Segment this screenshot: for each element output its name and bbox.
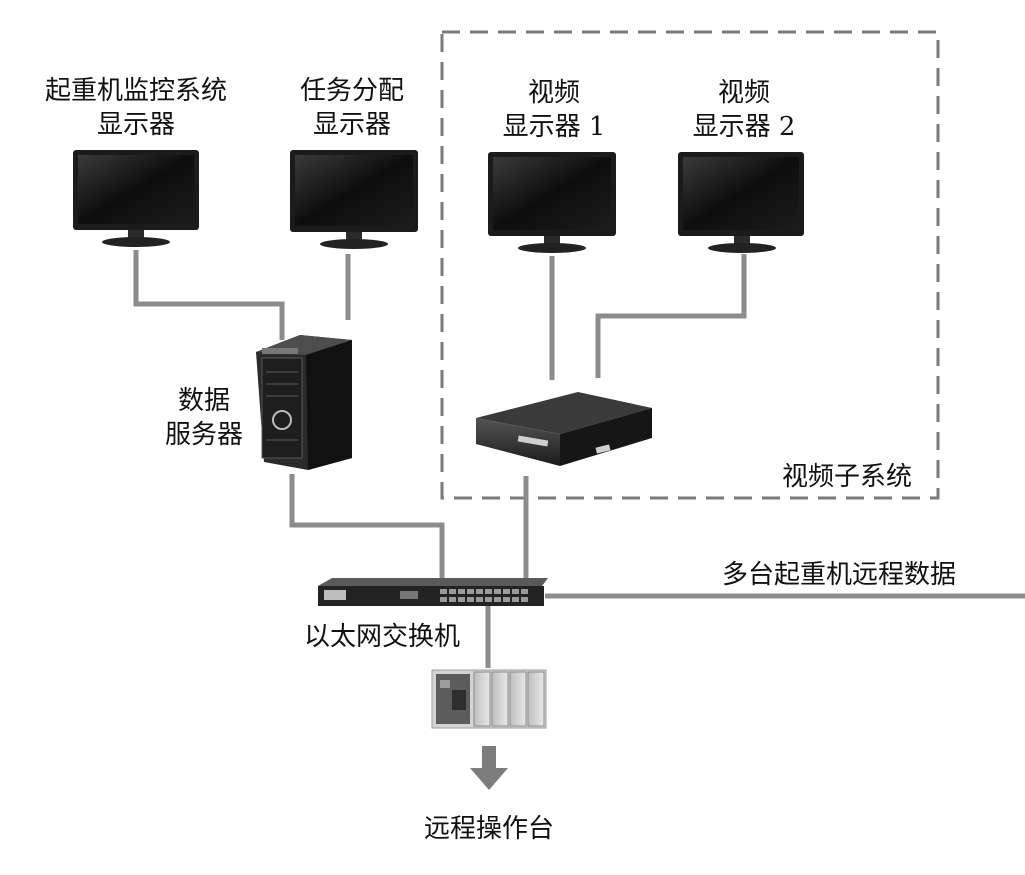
video-monitor-2-label: 视频 显示器 2 [682,76,806,144]
video-monitor-2-label-line1: 视频 [717,78,770,108]
line-video-monitor2-to-recorder [595,254,747,378]
line-crane-monitor-to-server [133,250,285,340]
video-monitor-1-icon [488,152,616,253]
plc-rack-icon [431,669,547,729]
video-monitor-1-label-line1: 视频 [527,78,580,108]
video-subsystem-label: 视频子系统 [782,462,913,492]
data-server-label-line2: 服务器 [164,420,243,450]
crane-monitor-icon [73,150,199,247]
data-server-icon [256,335,352,470]
down-arrow-icon [470,746,508,790]
crane-monitor-label: 起重机监控系统 显示器 [28,74,244,142]
video-subsystem-boundary [440,30,940,500]
task-monitor-label-line2: 显示器 [312,110,391,140]
video-monitor-1-label-line2: 显示器 1 [502,112,606,142]
video-monitor-2-label-line2: 显示器 2 [692,112,796,142]
video-recorder-icon [476,392,652,466]
crane-monitor-label-line2: 显示器 [96,110,175,140]
task-monitor-label: 任务分配 显示器 [290,74,414,142]
task-monitor-icon [290,150,418,249]
remote-console-label: 远程操作台 [424,814,555,844]
ethernet-switch-icon [318,578,548,606]
data-server-label-line1: 数据 [177,386,230,416]
ethernet-switch-label: 以太网交换机 [304,622,461,652]
task-monitor-label-line1: 任务分配 [299,76,404,106]
video-monitor-1-label: 视频 显示器 1 [492,76,616,144]
line-server-to-switch [289,474,445,590]
data-server-label: 数据 服务器 [156,384,252,452]
connector-lines [133,250,1025,668]
multi-crane-data-label: 多台起重机远程数据 [722,560,957,590]
video-monitor-2-icon [678,152,804,253]
crane-monitor-label-line1: 起重机监控系统 [44,76,227,106]
